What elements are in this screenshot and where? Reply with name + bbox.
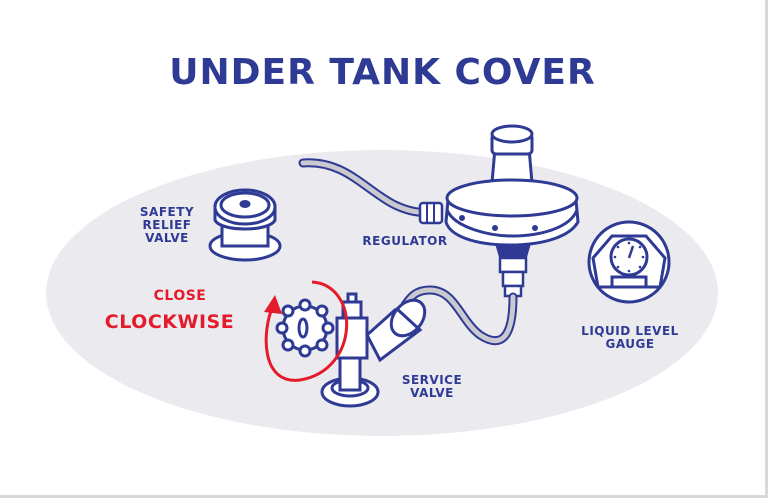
label-line: VALVE: [145, 231, 189, 245]
handwheel-icon: [275, 298, 335, 358]
safety-relief-valve-icon: [208, 188, 282, 262]
label-service-valve: SERVICE VALVE: [392, 374, 472, 400]
page-title: UNDER TANK COVER: [169, 52, 596, 93]
regulator-icon: [444, 124, 580, 298]
label-line: VALVE: [410, 386, 454, 400]
liquid-level-gauge-icon: [587, 220, 671, 304]
label-safety-relief-valve: SAFETY RELIEF VALVE: [128, 206, 206, 245]
label-line: LIQUID LEVEL: [581, 324, 679, 338]
service-valve-icon: [320, 292, 427, 408]
label-line: SERVICE: [401, 373, 463, 387]
label-line: GAUGE: [605, 337, 655, 351]
outlet-hose-icon: [400, 285, 518, 346]
label-liquid-level-gauge: LIQUID LEVEL GAUGE: [565, 325, 695, 351]
label-line: RELIEF: [142, 218, 192, 232]
label-close: CLOSE: [153, 288, 207, 304]
inlet-hose-icon: [298, 158, 444, 225]
label-regulator: REGULATOR: [362, 234, 448, 248]
label-clockwise: CLOCKWISE: [104, 311, 235, 333]
label-line: SAFETY: [139, 205, 195, 219]
clockwise-arrow-icon: [264, 280, 348, 382]
